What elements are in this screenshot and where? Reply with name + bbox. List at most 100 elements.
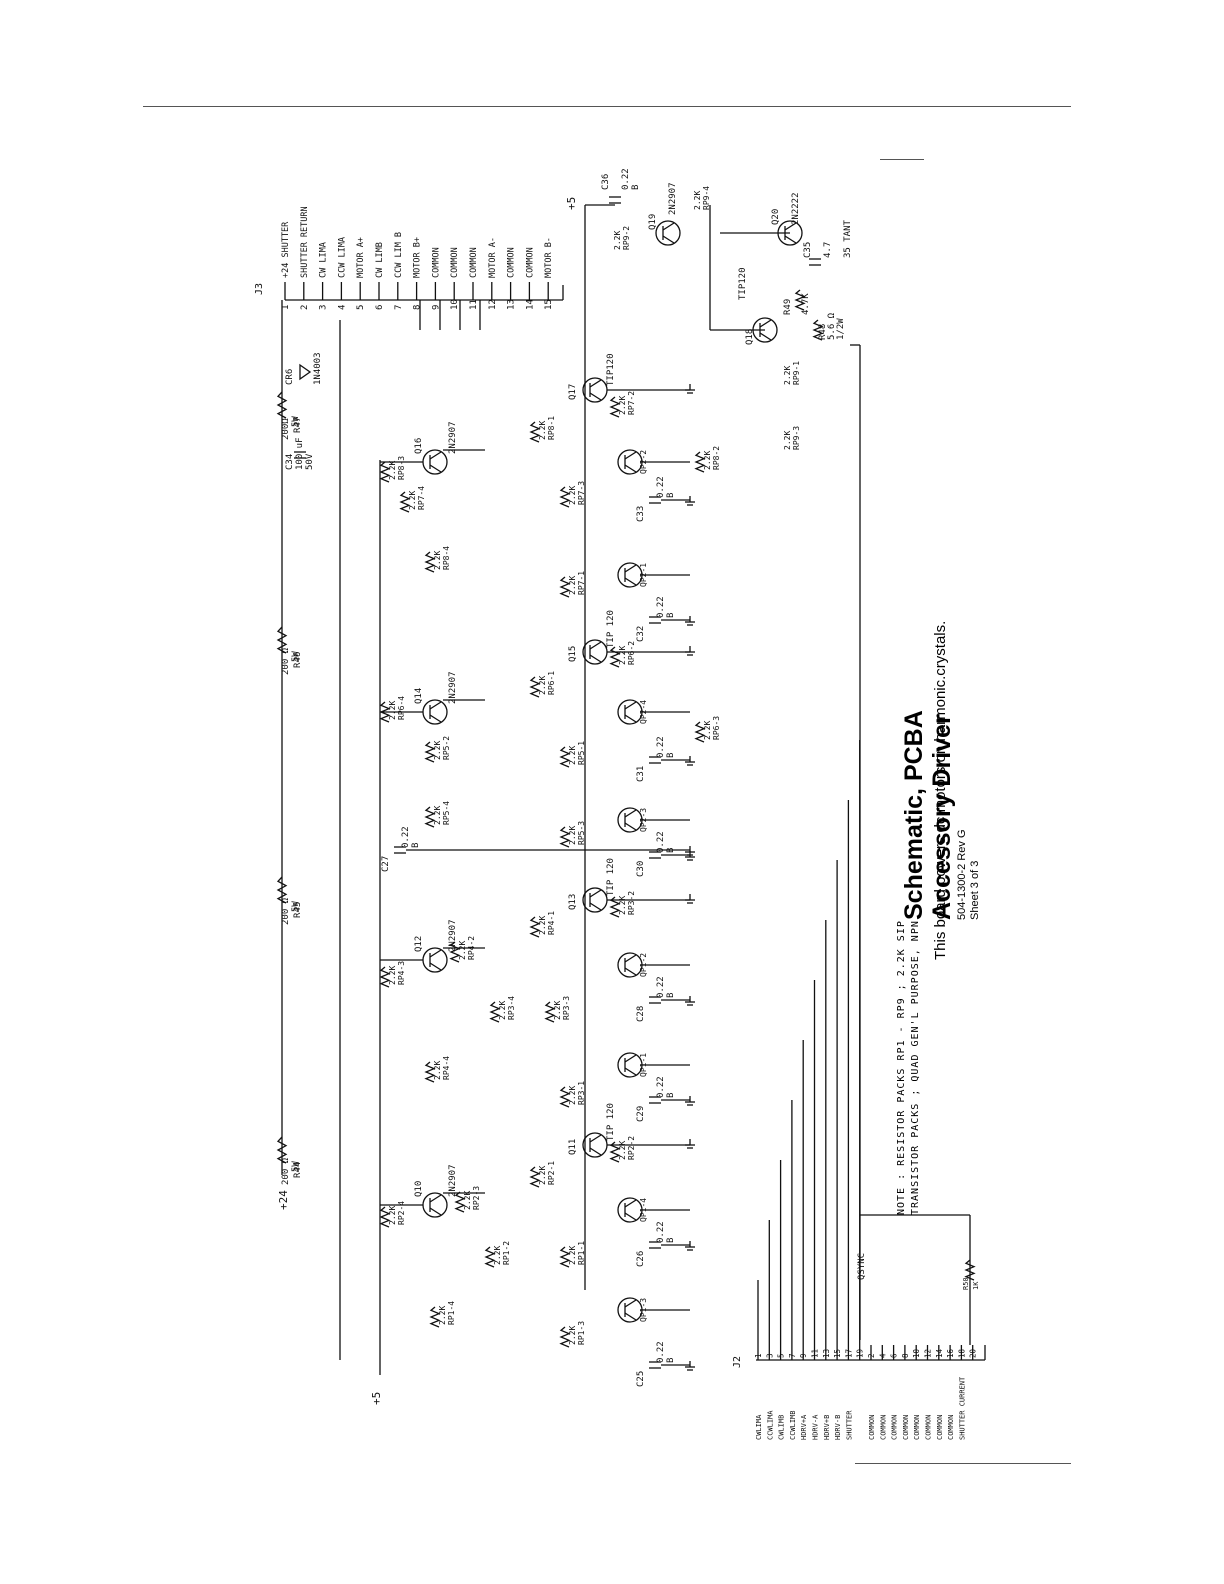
rp9-0-value: 2.2K [783, 366, 792, 385]
j2-label: J2 [732, 1356, 743, 1368]
qp-3-label: QP1-2 [639, 953, 648, 977]
r48-rating: 1/2W [836, 318, 846, 340]
rp-11-label: RP3-4 [507, 996, 516, 1020]
c30-type: B [666, 848, 676, 853]
rp9-3-value: 2.2K [693, 191, 702, 210]
j3-pin-4-name: CCW LIMA [337, 237, 347, 278]
rp-25-label: RP7-1 [577, 571, 586, 595]
j3-pin-10-number: 10 [450, 299, 460, 310]
j3-pin-10-name: COMMON [450, 247, 460, 278]
qp-4-label: QP2-3 [639, 808, 648, 832]
j2-pin-19-number: 19 [856, 1349, 865, 1358]
rail-plus5-right-label: +5 [565, 197, 578, 210]
j2-pin-2-name: COMMON [868, 1415, 876, 1440]
j3-pin-13-name: COMMON [507, 247, 517, 278]
rp-26 [559, 486, 571, 508]
j2-pin-8-name: COMMON [902, 1415, 910, 1440]
qp-6-emitter [624, 577, 637, 586]
rail-plus24-label: +24 [277, 1190, 290, 1210]
c29-ref: C29 [636, 1106, 646, 1122]
c32-type: B [666, 613, 676, 618]
rp-31-value: 2.2K [703, 451, 712, 470]
r44-rating: 5W [291, 1161, 301, 1172]
q11-collector [589, 1134, 602, 1143]
j3-pin-8-number: 8 [413, 305, 423, 310]
q13-part: TIP 120 [606, 858, 616, 896]
rp-13-value: 2.2K [458, 941, 467, 960]
q18-emitter [759, 332, 772, 341]
c29-type: B [666, 1093, 676, 1098]
j2-pin-12-number: 12 [924, 1349, 933, 1358]
j2-pin-5-name: CWLIMB [778, 1415, 786, 1440]
j2-pin-4-name: COMMON [879, 1415, 887, 1440]
rp-17-value: 2.2K [568, 826, 577, 845]
j2-pin-3-name: CCWLIMA [766, 1410, 774, 1440]
qsync-label: QSYNC [857, 1253, 867, 1280]
c26-ref: C26 [636, 1251, 646, 1267]
rp-7-label: RP2-2 [627, 1136, 636, 1160]
qp-3-emitter [624, 967, 637, 976]
q12-ref: Q12 [414, 936, 424, 952]
r46 [276, 626, 288, 654]
c27-value: 0.22 [401, 826, 411, 848]
q15 [582, 639, 608, 665]
qp-3-collector [624, 954, 637, 963]
q12-part: 2N2907 [448, 919, 458, 952]
c26-type: B [666, 1238, 676, 1243]
r47-ref: R47 [293, 417, 303, 433]
j2-pin-14-name: COMMON [936, 1415, 944, 1440]
note-line1: NOTE : RESISTOR PACKS RP1 - RP9 ; 2.2K S… [896, 920, 907, 1215]
r45-ref: R45 [293, 902, 303, 918]
j2-pin-7-name: CCWLIMB [789, 1410, 797, 1440]
c35-value: 4.7 [823, 242, 833, 258]
q10-collector [429, 1194, 442, 1203]
rp-14-label: RP4-1 [547, 911, 556, 935]
c27-ref: C27 [381, 856, 391, 872]
qp-1-collector [624, 1199, 637, 1208]
rp-11-value: 2.2K [498, 1001, 507, 1020]
j2-pin-9-number: 9 [799, 1353, 808, 1358]
q14-emitter [429, 714, 442, 723]
rp-30 [609, 396, 621, 418]
rp-8-value: 2.2K [433, 1061, 442, 1080]
rp-19 [559, 746, 571, 768]
q14 [422, 699, 448, 725]
rp9-3-label: RP9-4 [702, 186, 711, 210]
q13 [582, 887, 608, 913]
rp-28 [379, 461, 391, 483]
q18-part: TIP120 [738, 267, 748, 300]
qp-1-label: QP1-4 [639, 1198, 648, 1222]
j3-pin-11-number: 11 [469, 299, 479, 310]
j2-pin-8-number: 8 [901, 1353, 910, 1358]
rp-22-value: 2.2K [618, 646, 627, 665]
rp-27 [399, 491, 411, 513]
j3-pin-4-number: 4 [337, 305, 347, 310]
rp-14 [529, 916, 541, 938]
q20 [777, 220, 803, 246]
j2-pin-11-number: 11 [811, 1349, 820, 1358]
qp-2-collector [624, 1054, 637, 1063]
j3-pin-8-name: MOTOR B+ [413, 237, 423, 278]
rp-9-value: 2.2K [568, 1086, 577, 1105]
rp-16-label: RP5-4 [442, 801, 451, 825]
q14-ref: Q14 [414, 688, 424, 704]
j3-pin-9-number: 9 [431, 305, 441, 310]
qp-7-emitter [624, 464, 637, 473]
qp-0 [617, 1297, 643, 1323]
r44-ref: R44 [293, 1162, 303, 1178]
q17-collector [589, 379, 602, 388]
title-block: Schematic, PCBA Accessory Driver 504-130… [900, 360, 1040, 920]
q16-ref: Q16 [414, 438, 424, 454]
j2-pin-16-number: 16 [946, 1348, 955, 1358]
rp-19-value: 2.2K [568, 746, 577, 765]
rp-21-value: 2.2K [538, 676, 547, 695]
j2-pin-15-name: HDRV-B [834, 1415, 842, 1440]
j3-pin-11-name: COMMON [469, 247, 479, 278]
qp-6-collector [624, 564, 637, 573]
q13-collector [589, 889, 602, 898]
r47-value: 200Ω [281, 418, 291, 440]
c28-value: 0.22 [656, 976, 666, 998]
q13-ref: Q13 [568, 894, 578, 910]
rp-6-label: RP2-1 [547, 1161, 556, 1185]
